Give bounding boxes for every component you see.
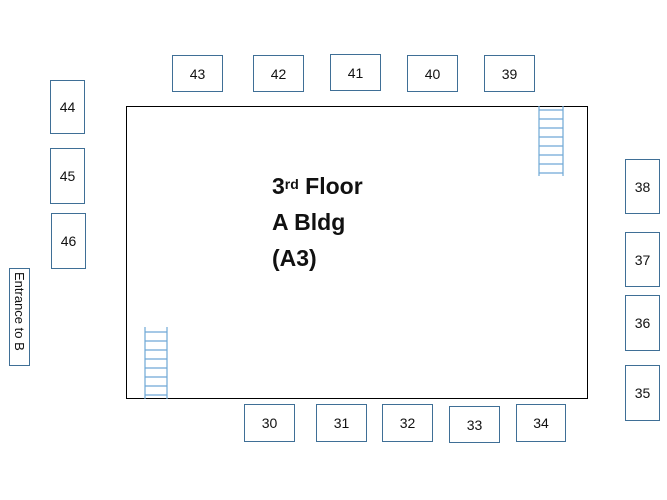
room-46: 46: [51, 213, 86, 269]
room-40: 40: [407, 55, 458, 92]
entrance-label: Entrance to B: [12, 272, 27, 351]
room-43: 43: [172, 55, 223, 92]
room-38: 38: [625, 159, 660, 214]
room-31: 31: [316, 404, 367, 442]
room-36: 36: [625, 295, 660, 351]
stairs-icon-bottom-left: [144, 327, 168, 399]
room-45: 45: [50, 148, 85, 204]
floor-ordinal-suffix: rd: [284, 176, 299, 192]
room-34: 34: [516, 404, 566, 442]
floor-label-line3: (A3): [272, 245, 317, 271]
room-35: 35: [625, 365, 660, 421]
room-30: 30: [244, 404, 295, 442]
floor-word: Floor: [298, 173, 363, 199]
room-44: 44: [50, 80, 85, 134]
room-32: 32: [382, 404, 433, 442]
room-39: 39: [484, 55, 535, 92]
room-37: 37: [625, 232, 660, 287]
floor-label-line2: A Bldg: [272, 209, 346, 235]
floor-label: 3rd Floor A Bldg (A3): [272, 168, 363, 276]
floor-number: 3: [272, 173, 285, 199]
stairs-icon-top-right: [538, 106, 564, 176]
room-33: 33: [449, 406, 500, 443]
floor-label-line1: 3rd Floor: [272, 168, 363, 204]
room-42: 42: [253, 55, 304, 92]
room-41: 41: [330, 54, 381, 91]
building-outline: [126, 106, 588, 399]
entrance-to-b: Entrance to B: [9, 268, 30, 366]
